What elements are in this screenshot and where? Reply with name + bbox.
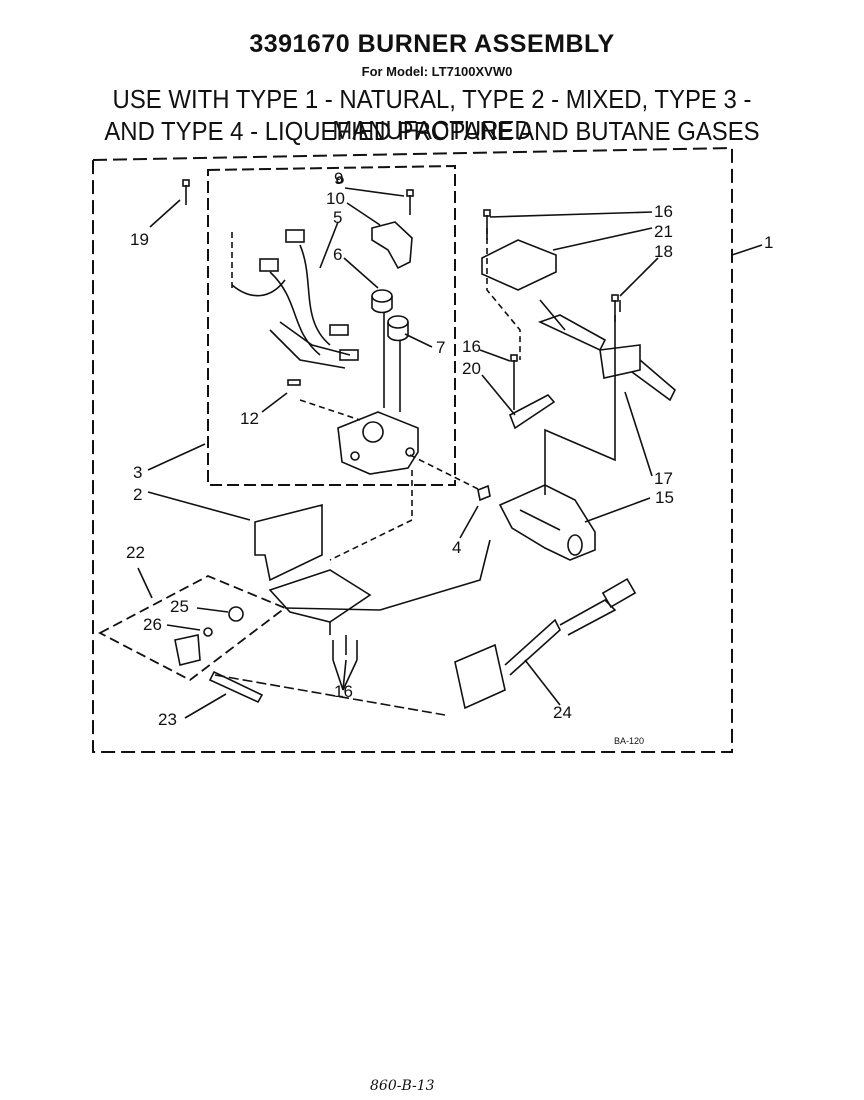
pilot-kit-border (98, 575, 287, 682)
callout-17: 17 (654, 469, 673, 488)
gas-type-note-line-2: AND TYPE 4 - LIQUEFIED PROPANE AND BUTAN… (104, 116, 760, 146)
callout-24: 24 (553, 703, 572, 722)
callout-23: 23 (158, 710, 177, 729)
model-number: For Model: LT7100XVW0 (361, 64, 513, 79)
diagram-title: 3391670 BURNER ASSEMBLY (249, 30, 615, 58)
callout-20: 20 (462, 359, 481, 378)
callout-3: 3 (133, 463, 142, 482)
callout-1: 1 (764, 233, 773, 252)
valve-subassembly-border (207, 164, 456, 486)
callout-4: 4 (452, 538, 461, 557)
callout-7: 7 (436, 338, 445, 357)
callout-15: 15 (655, 488, 674, 507)
gas-type-note-line-1: USE WITH TYPE 1 - NATURAL, TYPE 2 - MIXE… (112, 84, 752, 145)
callout-9: 9 (334, 169, 343, 188)
callout-16-middle: 16 (462, 337, 481, 356)
callout-21: 21 (654, 222, 673, 241)
callout-2: 2 (133, 485, 142, 504)
callout-5: 5 (333, 208, 342, 227)
assembly-border (92, 146, 733, 753)
callout-25: 25 (170, 597, 189, 616)
callout-6: 6 (333, 245, 342, 264)
callout-18: 18 (654, 242, 673, 261)
callout-12: 12 (240, 409, 259, 428)
callout-16-lower: 16 (334, 682, 353, 701)
callout-16-upper: 16 (654, 202, 673, 221)
callout-19: 19 (130, 230, 149, 249)
reference-code: BA-120 (614, 736, 644, 746)
handwritten-note: 860-B-13 (370, 1078, 435, 1094)
callout-26: 26 (143, 615, 162, 634)
callout-22: 22 (126, 543, 145, 562)
callout-10: 10 (326, 189, 345, 208)
